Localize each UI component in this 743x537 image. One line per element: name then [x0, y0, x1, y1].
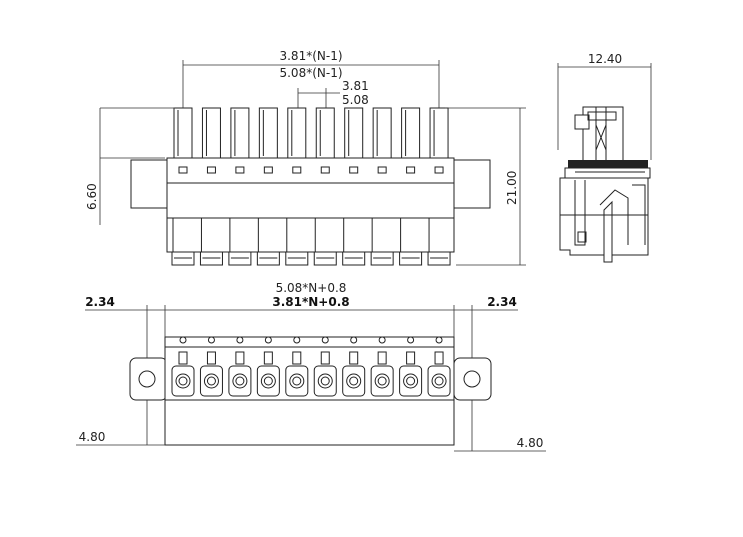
bottom-terminal-slot: [206, 351, 216, 365]
front-view: [130, 107, 491, 266]
bottom-screw-housing: [199, 365, 223, 397]
front-pin-top: [315, 107, 335, 159]
dim-pitch-b: 5.08: [342, 93, 369, 107]
bottom-screw-outer: [289, 373, 305, 389]
front-pin-window: [377, 166, 387, 174]
front-pin-top: [287, 107, 307, 159]
bottom-screw-inner: [406, 376, 416, 386]
front-pin-group: [171, 107, 451, 266]
front-pin-top: [230, 107, 250, 159]
bottom-screw-outer: [317, 373, 333, 389]
bottom-left-flange: [129, 357, 168, 401]
front-pin-window: [292, 166, 302, 174]
dim-span-total: 3.81*(N-1): [279, 49, 342, 63]
bottom-terminal-slot: [263, 351, 273, 365]
bottom-terminal-slot: [320, 351, 330, 365]
bottom-view: [129, 336, 492, 446]
bottom-screw-housing: [256, 365, 280, 397]
dim-side-width: 12.40: [588, 52, 622, 66]
front-pin-window: [349, 166, 359, 174]
dim-height-left: 6.60: [85, 183, 99, 210]
bottom-right-flange: [453, 357, 492, 401]
bottom-screw-inner: [263, 376, 273, 386]
bottom-terminal-slot: [349, 351, 359, 365]
front-dimensions: 3.81*(N-1) 5.08*(N-1) 3.81 5.08 6.60 21.…: [85, 49, 526, 266]
bottom-screw-housing: [285, 365, 309, 397]
bottom-screw-outer: [203, 373, 219, 389]
bottom-screw-inner: [235, 376, 245, 386]
bottom-screw-housing: [399, 365, 423, 397]
bottom-terminal-slot: [235, 351, 245, 365]
front-pin-window: [178, 166, 188, 174]
dim-flange-right: 2.34: [487, 295, 517, 309]
bottom-screw-outer: [374, 373, 390, 389]
dim-flange-left: 2.34: [85, 295, 115, 309]
front-pin-window: [235, 166, 245, 174]
bottom-screw-inner: [320, 376, 330, 386]
dim-length-alt: 5.08*N+0.8: [276, 281, 347, 295]
dim-offset-left: 4.80: [79, 430, 106, 444]
front-pin-top: [258, 107, 278, 159]
bottom-screw-outer: [431, 373, 447, 389]
front-pin-window: [434, 166, 444, 174]
front-pin-top: [201, 107, 221, 159]
dim-pitch-a: 3.81: [342, 79, 369, 93]
bottom-screw-housing: [342, 365, 366, 397]
bottom-screw-inner: [434, 376, 444, 386]
front-pin-top: [372, 107, 392, 159]
bottom-screw-outer: [232, 373, 248, 389]
bottom-terminal-slot: [406, 351, 416, 365]
bottom-screw-housing: [427, 365, 451, 397]
bottom-terminal-slot: [178, 351, 188, 365]
bottom-screw-outer: [175, 373, 191, 389]
bottom-screw-housing: [313, 365, 337, 397]
dim-height-right: 21.00: [505, 171, 519, 205]
front-pin-top: [173, 107, 193, 159]
dim-offset-right: 4.80: [517, 436, 544, 450]
bottom-terminal-slot: [292, 351, 302, 365]
bottom-screw-outer: [260, 373, 276, 389]
front-pin-top: [429, 107, 449, 159]
bottom-screw-housing: [370, 365, 394, 397]
bottom-left-mount-hole: [138, 370, 156, 388]
dim-span-alt: 5.08*(N-1): [279, 66, 342, 80]
bottom-terminal-slot: [434, 351, 444, 365]
front-pin-window: [263, 166, 273, 174]
front-pin-window: [406, 166, 416, 174]
front-pin-top: [344, 107, 364, 159]
bottom-screw-housing: [228, 365, 252, 397]
bottom-dimensions: 5.08*N+0.8 3.81*N+0.8 2.34 2.34 4.80 4.8…: [76, 281, 546, 452]
bottom-terminal-group: [171, 336, 451, 397]
bottom-screw-inner: [178, 376, 188, 386]
bottom-screw-housing: [171, 365, 195, 397]
front-pin-window: [206, 166, 216, 174]
bottom-screw-outer: [403, 373, 419, 389]
bottom-screw-inner: [292, 376, 302, 386]
front-pin-window: [320, 166, 330, 174]
front-right-flange: [453, 159, 491, 209]
bottom-right-mount-hole: [463, 370, 481, 388]
bottom-screw-inner: [206, 376, 216, 386]
bottom-screw-inner: [349, 376, 359, 386]
dim-length-main: 3.81*N+0.8: [272, 295, 349, 309]
bottom-terminal-slot: [377, 351, 387, 365]
side-view: 12.40: [557, 52, 652, 263]
front-pin-top: [401, 107, 421, 159]
front-left-flange: [130, 159, 168, 209]
bottom-screw-inner: [377, 376, 387, 386]
bottom-screw-outer: [346, 373, 362, 389]
front-lower-body: [166, 217, 455, 253]
